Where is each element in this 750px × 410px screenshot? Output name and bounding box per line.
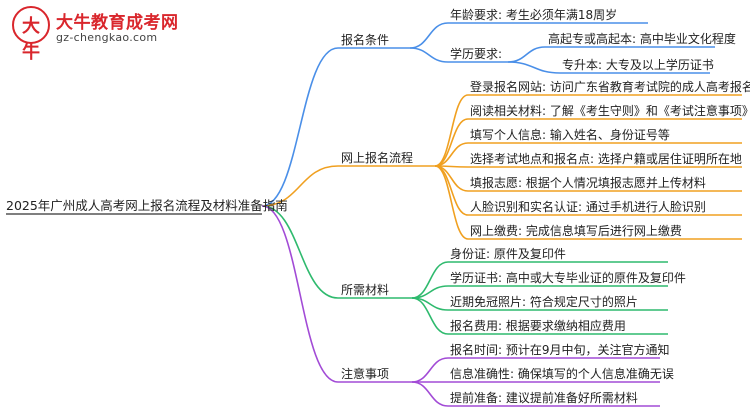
branch-item: 报名费用: 根据要求缴纳相应费用 bbox=[450, 319, 626, 333]
edge-branch4-item bbox=[411, 357, 449, 383]
branch-item: 身份证: 原件及复印件 bbox=[450, 247, 566, 261]
logo-url: gz-chengkao.com bbox=[56, 31, 158, 44]
branch-item: 填写个人信息: 输入姓名、身份证号等 bbox=[470, 128, 670, 142]
logo-emblem-icon: 大牛 bbox=[12, 6, 50, 63]
branch-item: 提前准备: 建议提前准备好所需材料 bbox=[450, 391, 638, 405]
edge-root-branch4 bbox=[261, 205, 339, 383]
logo-title: 大牛教育成考网 bbox=[56, 13, 179, 33]
branch-item: 学历证书: 高中或大专毕业证的原件及复印件 bbox=[450, 271, 686, 285]
edge-root-branch1 bbox=[261, 47, 339, 207]
branch-item: 年龄要求: 考生必须年满18周岁 bbox=[450, 8, 618, 22]
sub-item: 高起专或高起本: 高中毕业文化程度 bbox=[548, 32, 736, 46]
branch-item: 近期免冠照片: 符合规定尺寸的照片 bbox=[450, 295, 638, 309]
branch-item: 登录报名网站: 访问广东省教育考试院的成人高考报名网址 bbox=[470, 80, 750, 94]
branch-item: 阅读相关材料: 了解《考生守则》和《考试注意事项》 bbox=[470, 104, 750, 118]
sub-item: 专升本: 大专及以上学历证书 bbox=[562, 58, 714, 72]
root-node: 2025年广州成人高考网上报名流程及材料准备指南 bbox=[6, 198, 288, 213]
edge-branch2-item bbox=[434, 165, 469, 240]
branch-label: 报名条件 bbox=[341, 33, 390, 47]
edge-root-branch2 bbox=[261, 165, 339, 207]
edge-sub-item bbox=[507, 46, 546, 63]
logo-mark-text: 大牛 bbox=[22, 16, 40, 63]
edge-sub-item bbox=[507, 61, 561, 74]
edge-root-branch3 bbox=[261, 205, 339, 299]
edge-branch3-item bbox=[411, 297, 449, 335]
branch-item: 报名时间: 预计在9月中旬，关注官方通知 bbox=[450, 343, 670, 357]
site-logo[interactable]: 大牛 大牛教育成考网 gz-chengkao.com bbox=[6, 4, 206, 63]
edge-branch4-item bbox=[411, 381, 449, 407]
branch-label: 所需材料 bbox=[341, 283, 390, 297]
branch-label: 网上报名流程 bbox=[341, 151, 414, 165]
edge-branch2-item bbox=[434, 118, 469, 167]
branch-item: 选择考试地点和报名点: 选择户籍或居住证明所在地 bbox=[470, 152, 742, 166]
branch-item: 学历要求: bbox=[450, 47, 503, 61]
branch-label: 注意事项 bbox=[341, 367, 390, 381]
branch-item: 信息准确性: 确保填写的个人信息准确无误 bbox=[450, 367, 674, 381]
branch-item: 网上缴费: 完成信息填写后进行网上缴费 bbox=[470, 224, 682, 238]
edge-branch1-item bbox=[409, 47, 449, 63]
branch-item: 填报志愿: 根据个人情况填报志愿并上传材料 bbox=[470, 176, 706, 190]
branch-item: 人脸识别和实名认证: 通过手机进行人脸识别 bbox=[470, 200, 706, 214]
edge-branch1-item bbox=[409, 22, 449, 49]
